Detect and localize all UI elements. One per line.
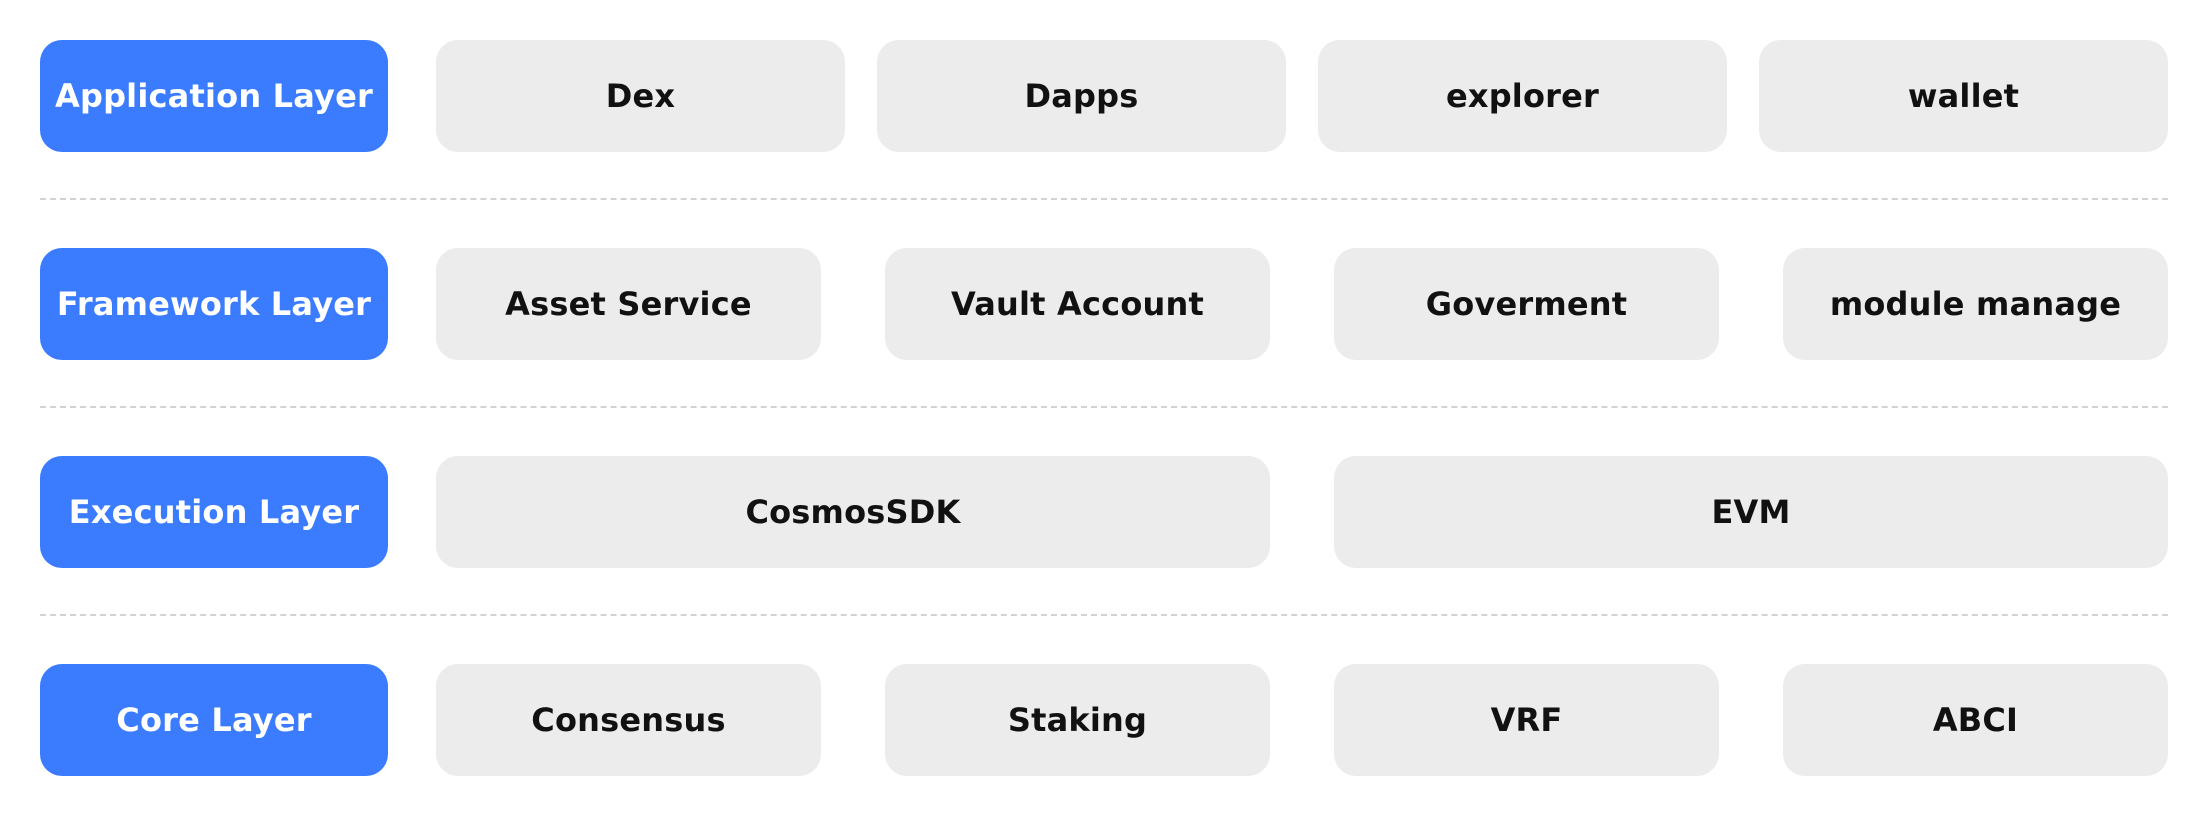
layer-row-framework: Framework Layer Asset Service Vault Acco… [0,248,2208,360]
component-evm: EVM [1334,456,2168,568]
component-wallet: wallet [1759,40,2168,152]
layer-row-execution: Execution Layer CosmosSDK EVM [0,456,2208,568]
component-consensus: Consensus [436,664,821,776]
component-asset-service: Asset Service [436,248,821,360]
component-dex: Dex [436,40,845,152]
component-vault-account: Vault Account [885,248,1270,360]
component-goverment: Goverment [1334,248,1719,360]
layer-label-core: Core Layer [40,664,388,776]
component-explorer: explorer [1318,40,1727,152]
component-module-manage: module manage [1783,248,2168,360]
layer-label-application: Application Layer [40,40,388,152]
component-cosmossdk: CosmosSDK [436,456,1270,568]
layer-row-application: Application Layer Dex Dapps explorer wal… [0,40,2208,152]
layer-divider [40,406,2168,408]
component-abci: ABCI [1783,664,2168,776]
layer-label-execution: Execution Layer [40,456,388,568]
layer-divider [40,614,2168,616]
layer-divider [40,198,2168,200]
component-dapps: Dapps [877,40,1286,152]
component-staking: Staking [885,664,1270,776]
layer-label-framework: Framework Layer [40,248,388,360]
layer-row-core: Core Layer Consensus Staking VRF ABCI [0,664,2208,776]
component-vrf: VRF [1334,664,1719,776]
